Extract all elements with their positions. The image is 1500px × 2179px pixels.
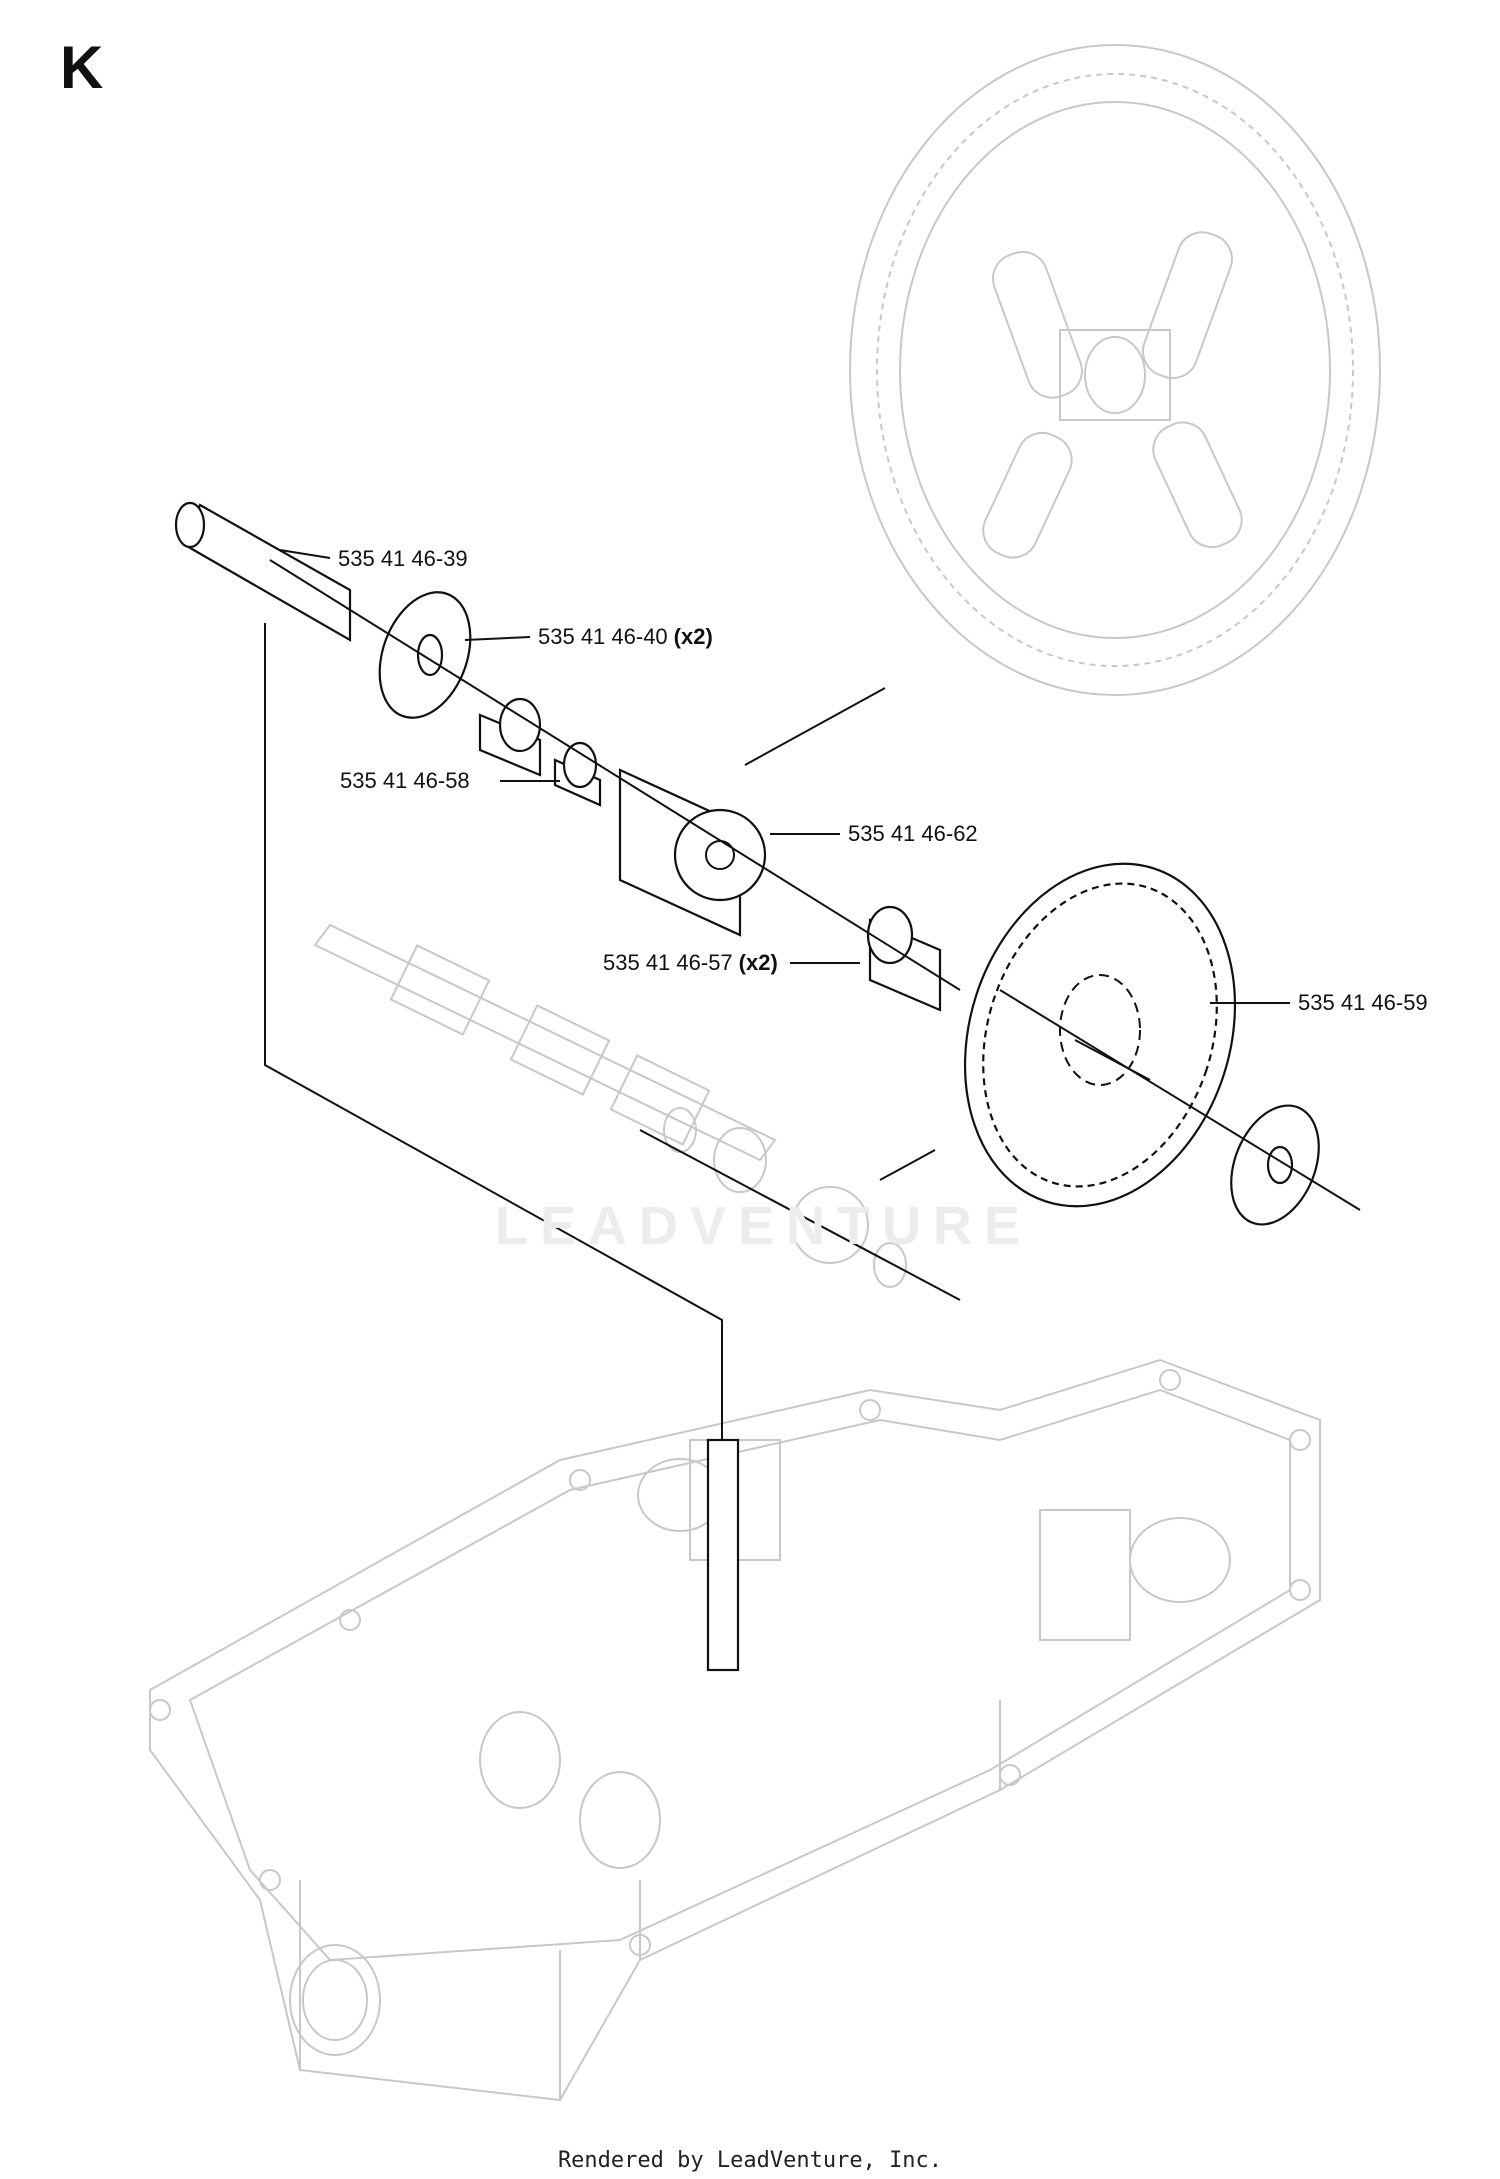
callout-spur-gear[interactable]: 535 41 46-59: [1298, 992, 1428, 1014]
shaft-pin-part: [174, 501, 352, 642]
housing-ghost: [149, 1358, 1321, 2102]
callout-shaft-pin[interactable]: 535 41 46-39: [338, 548, 468, 570]
callout-pinion-gear[interactable]: 535 41 46-62: [848, 823, 978, 845]
pinion-gear-part: [618, 768, 767, 937]
spur-gear-part: [963, 862, 1237, 1208]
quantity-label: (x2): [738, 950, 778, 975]
part-number: 535 41 46-57: [603, 950, 733, 975]
bushing-part: [866, 905, 942, 1012]
part-number: 535 41 46-39: [338, 546, 468, 571]
small-parts-ghost: [663, 1107, 907, 1288]
large-gear-ghost: [849, 44, 1381, 696]
section-letter: K: [60, 34, 104, 101]
part-number: 535 41 46-40: [538, 624, 668, 649]
bushing-small-part: [478, 697, 602, 807]
part-number: 535 41 46-59: [1298, 990, 1428, 1015]
part-number: 535 41 46-62: [848, 821, 978, 846]
assembly-axis-lines: [264, 559, 1361, 1672]
thrust-washer-2-part: [1230, 1104, 1320, 1226]
callout-thrust-washer[interactable]: 535 41 46-40(x2): [538, 626, 713, 648]
leader-lines: [279, 549, 1290, 1004]
thrust-washer-part: [378, 591, 472, 719]
watermark: LEADVENTURE: [495, 1196, 1033, 1256]
part-number: 535 41 46-58: [340, 768, 470, 793]
callout-bushing-small[interactable]: 535 41 46-58: [340, 770, 470, 792]
spline-shaft-ghost: [313, 923, 777, 1162]
quantity-label: (x2): [673, 624, 713, 649]
footer-credit: Rendered by LeadVenture, Inc.: [557, 2148, 943, 2173]
callout-bushing[interactable]: 535 41 46-57(x2): [603, 952, 778, 974]
